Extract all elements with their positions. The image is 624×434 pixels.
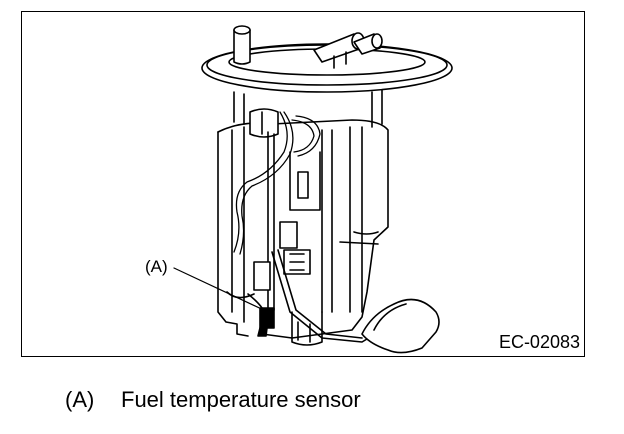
support-rods <box>233 89 383 128</box>
fuel-temperature-sensor <box>247 293 275 337</box>
callout-label-a: (A) <box>145 257 168 276</box>
wire-harness <box>233 111 321 255</box>
legend-text: Fuel temperature sensor <box>121 387 361 412</box>
fuel-pump-assembly-drawing <box>173 25 453 354</box>
figure-code: EC-02083 <box>498 332 580 352</box>
legend-key: (A) <box>65 387 95 412</box>
illustration-frame: (A) EC-02083 <box>21 11 585 357</box>
legend-item: (A) Fuel temperature sensor <box>65 387 361 413</box>
flange-plate <box>201 43 453 93</box>
fuel-level-sender <box>271 249 440 354</box>
callout-leader-line <box>173 267 269 313</box>
pump-body <box>217 108 389 346</box>
outlet-pipes <box>233 25 383 69</box>
